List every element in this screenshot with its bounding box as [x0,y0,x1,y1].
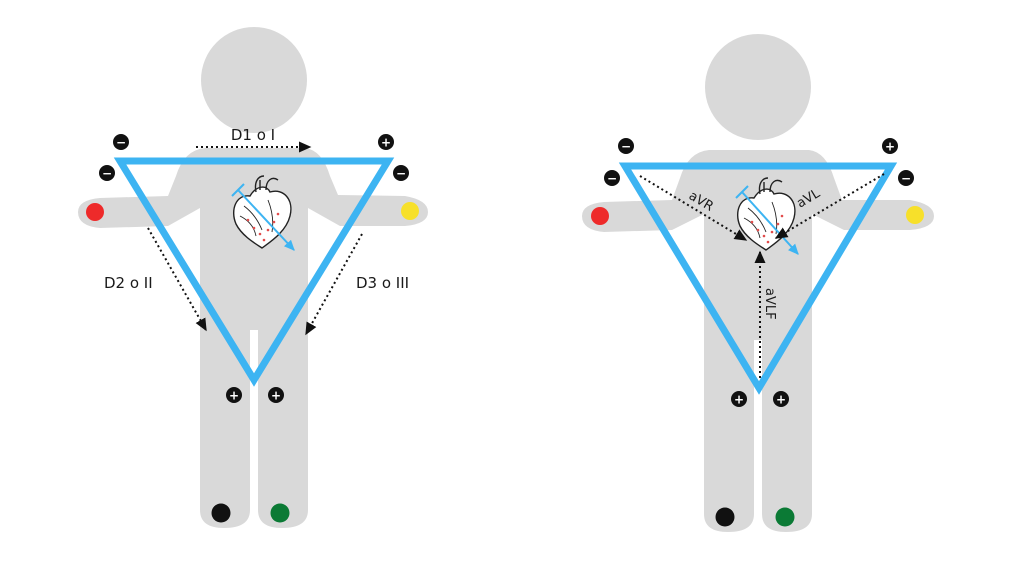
negative-marker: − [898,170,914,186]
svg-text:−: − [102,167,112,181]
lead-d2-arrow [148,228,206,330]
svg-text:+: + [734,393,744,407]
right-body-silhouette [582,34,934,532]
positive-marker: + [226,387,242,403]
electrode-left-leg-green [776,508,795,527]
electrode-right-leg-black [212,504,231,523]
svg-text:−: − [116,136,126,150]
negative-marker: − [618,138,634,154]
lead-avf-label: aVLF [762,288,777,320]
lead-d3-label: D3 o III [356,274,409,292]
positive-marker: + [378,134,394,150]
svg-text:−: − [621,140,631,154]
svg-text:+: + [229,389,239,403]
electrode-left-leg-green [271,504,290,523]
positive-marker: + [882,138,898,154]
lead-d1-label: D1 o I [231,126,275,144]
svg-text:−: − [901,172,911,186]
electrode-left-arm-yellow [906,206,924,224]
negative-marker: − [604,170,620,186]
electrode-left-arm-yellow [401,202,419,220]
negative-marker: − [99,165,115,181]
svg-text:+: + [776,393,786,407]
lead-d2-label: D2 o II [104,274,153,292]
negative-marker: − [113,134,129,150]
negative-marker: − [393,165,409,181]
left-figure: D1 o I D2 o II D3 o III − − + − + + [78,27,428,528]
svg-text:+: + [271,389,281,403]
electrode-right-arm-red [86,203,104,221]
svg-text:−: − [396,167,406,181]
svg-text:−: − [607,172,617,186]
positive-marker: + [731,391,747,407]
electrode-right-leg-black [716,508,735,527]
positive-marker: + [268,387,284,403]
svg-text:+: + [885,140,895,154]
right-figure: aVR aVL aVLF − − + − + + [582,34,934,532]
positive-marker: + [773,391,789,407]
electrode-right-arm-red [591,207,609,225]
svg-text:+: + [381,136,391,150]
